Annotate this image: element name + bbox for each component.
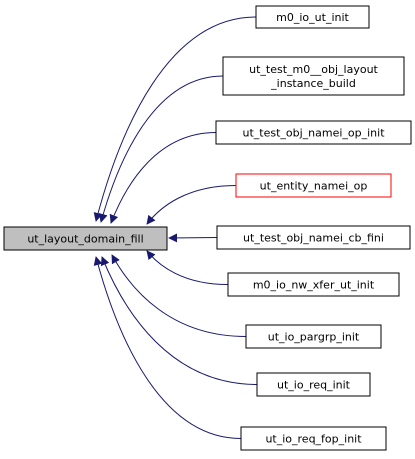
caller-node-ut-io-pargrp-init[interactable]: ut_io_pargrp_init	[245, 324, 382, 349]
caller-node-box	[256, 372, 371, 397]
caller-node-m0-io-nw-xfer-ut-init[interactable]: m0_io_nw_xfer_ut_init	[227, 272, 400, 297]
caller-node-label: ut_io_req_init	[277, 379, 351, 392]
caller-node-label: _instance_build	[270, 77, 356, 90]
caller-nodes: m0_io_ut_init ut_test_m0__obj_layout_inst…	[215, 5, 412, 451]
caller-node-box	[227, 272, 400, 297]
caller-node-label: ut_test_obj_namei_cb_fini	[243, 232, 384, 245]
caller-node-ut-io-req-fop-init[interactable]: ut_io_req_fop_init	[240, 426, 387, 451]
caller-node-box	[235, 173, 392, 198]
edges	[93, 16, 258, 439]
caller-node-label: m0_io_nw_xfer_ut_init	[253, 279, 375, 292]
edge-ut-io-pargrp-init	[111, 254, 247, 337]
caller-node-box	[216, 225, 411, 250]
edge-m0-io-nw-xfer-ut-init	[146, 250, 229, 285]
root-node-label: ut_layout_domain_fill	[27, 233, 143, 246]
caller-node-label: ut_io_pargrp_init	[268, 331, 360, 344]
edge-ut-test-obj-namei-cb-fini	[168, 233, 218, 243]
caller-node-box	[255, 5, 370, 29]
caller-node-ut-test-obj-namei-op-init[interactable]: ut_test_obj_namei_op_init	[215, 120, 412, 145]
edge-ut-io-req-init	[100, 256, 258, 385]
edge-m0-io-ut-init	[93, 16, 257, 222]
caller-node-ut-io-req-init[interactable]: ut_io_req_init	[256, 372, 371, 397]
edge-ut-entity-namei-op	[146, 185, 237, 225]
caller-node-label: ut_test_m0__obj_layout	[249, 63, 378, 76]
edge-ut-io-req-fop-init	[93, 256, 242, 439]
caller-node-m0-io-ut-init[interactable]: m0_io_ut_init	[255, 5, 370, 29]
root-node-box	[3, 226, 168, 251]
caller-node-box	[240, 426, 387, 451]
root-node[interactable]: ut_layout_domain_fill	[3, 226, 168, 251]
caller-node-label: ut_test_obj_namei_op_init	[242, 127, 385, 140]
caller-node-label: ut_io_req_fop_init	[265, 433, 362, 446]
edge-ut-test-obj-namei-op-init	[109, 132, 217, 224]
caller-node-ut-test-m0-obj-layout-instance-build[interactable]: ut_test_m0__obj_layout_instance_build	[222, 56, 405, 96]
caller-node-ut-entity-namei-op[interactable]: ut_entity_namei_op	[235, 173, 392, 198]
edge-ut-test-m0-obj-layout-instance-build	[98, 75, 224, 223]
caller-node-box	[245, 324, 382, 349]
caller-node-box	[215, 120, 412, 145]
caller-node-ut-test-obj-namei-cb-fini[interactable]: ut_test_obj_namei_cb_fini	[216, 225, 411, 250]
caller-node-label: m0_io_ut_init	[276, 11, 349, 24]
caller-node-box	[222, 56, 405, 96]
caller-node-label: ut_entity_namei_op	[260, 180, 368, 193]
